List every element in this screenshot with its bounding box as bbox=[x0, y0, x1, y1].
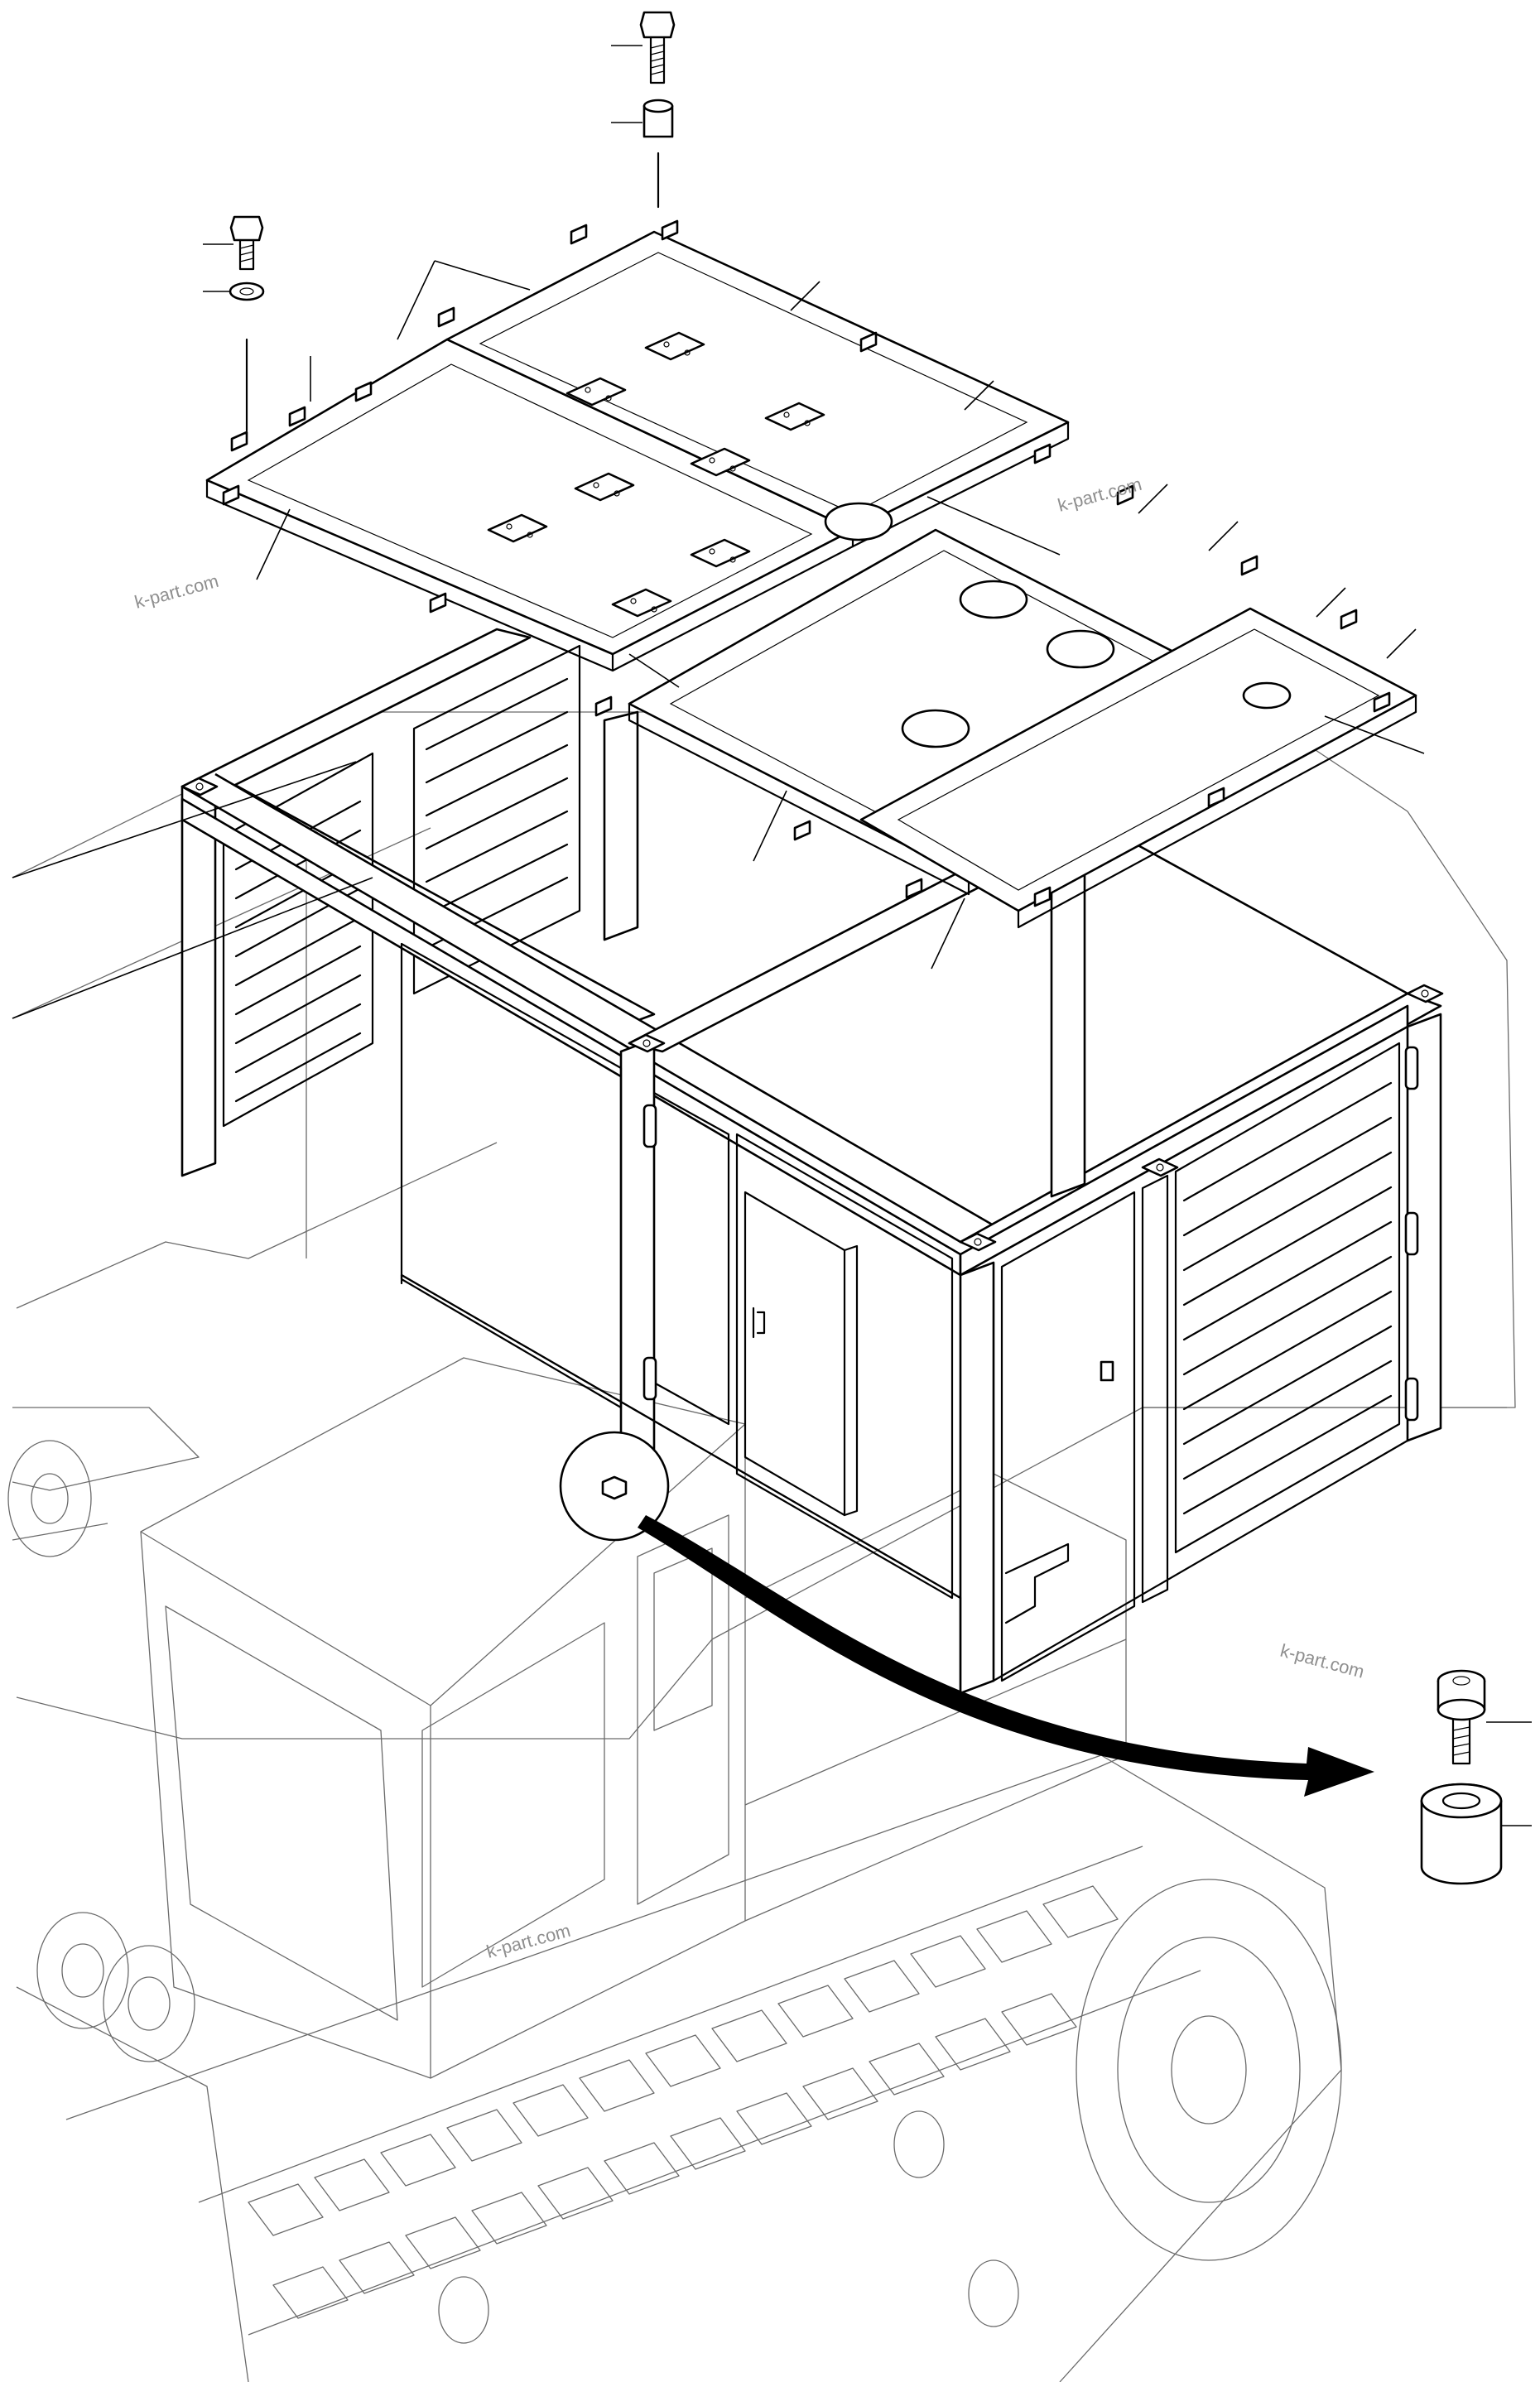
roof-panels bbox=[205, 219, 1417, 929]
watermark-text: k-part.com bbox=[132, 570, 221, 613]
callout-leaders bbox=[12, 45, 1532, 1826]
washer-icon bbox=[229, 282, 265, 432]
socket-cap-screw-icon bbox=[1437, 1669, 1486, 1765]
roof-panel-tabs bbox=[222, 219, 1391, 907]
left-louver-panel bbox=[222, 644, 581, 1128]
enclosure-frame bbox=[180, 628, 1444, 1695]
spacer-sleeve-icon bbox=[1420, 1783, 1503, 1885]
watermark-text: k-part.com bbox=[1056, 474, 1144, 516]
track-shoes bbox=[248, 1885, 1119, 2319]
roof-holes bbox=[824, 502, 1292, 748]
corner-caps bbox=[180, 777, 1444, 1252]
right-louver-panel bbox=[1000, 1042, 1401, 1682]
spacer-sleeve-icon bbox=[642, 99, 674, 209]
bolt-icon bbox=[639, 11, 676, 84]
machine-ghost-outline bbox=[7, 711, 1516, 2382]
watermark-text: k-part.com bbox=[1278, 1640, 1367, 1682]
watermark-text: k-part.com bbox=[484, 1920, 573, 1962]
mounting-plates bbox=[487, 331, 825, 618]
bolt-icon bbox=[229, 215, 264, 271]
track-wheels bbox=[7, 1440, 1342, 2344]
detail-arrow-icon bbox=[559, 1431, 1374, 1797]
